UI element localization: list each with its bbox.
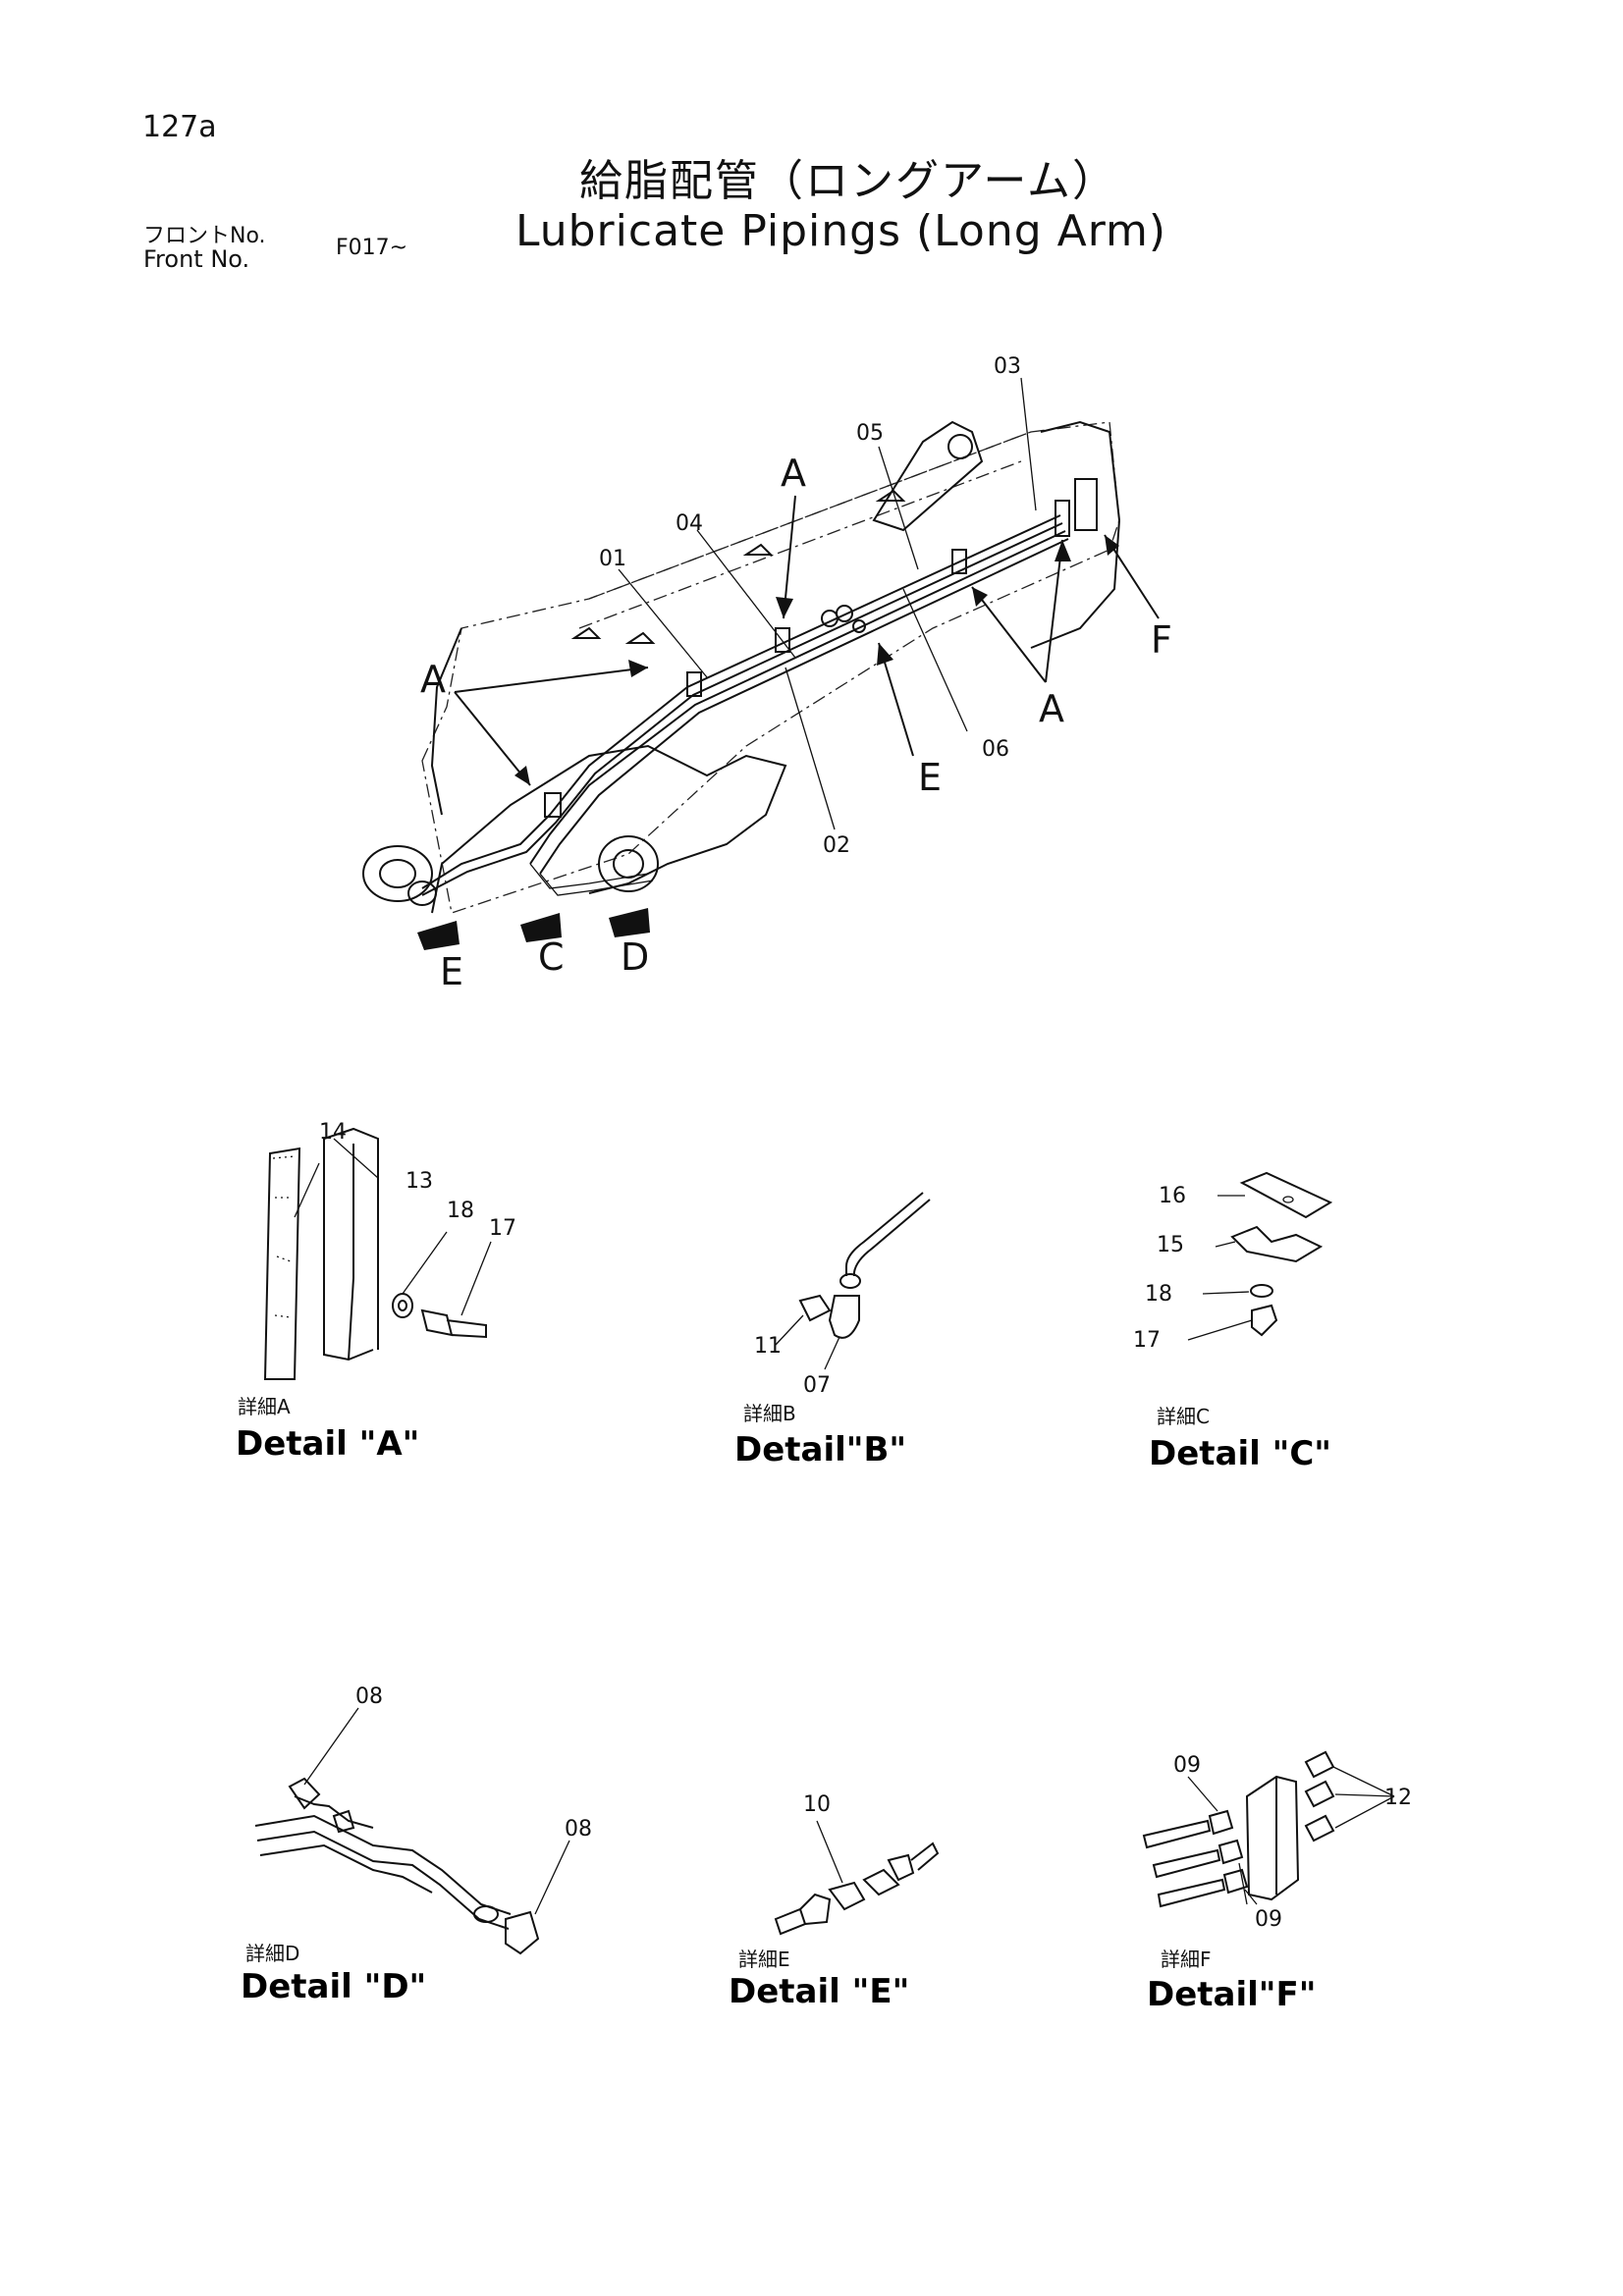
detail-d-title: Detail "D" <box>241 1967 426 2006</box>
part-label: 14 <box>319 1120 347 1145</box>
detail-f-jp: 詳細F <box>1161 1948 1212 1971</box>
part-label: 03 <box>994 354 1021 379</box>
part-label: 06 <box>982 737 1009 762</box>
detail-d-drawing: 08 08 <box>254 1684 592 1955</box>
title-english: Lubricate Pipings (Long Arm) <box>515 206 1167 256</box>
detail-a-title: Detail "A" <box>236 1424 419 1464</box>
part-label: 17 <box>489 1216 516 1241</box>
arrow-label: F <box>1151 618 1172 662</box>
detail-e-title: Detail "E" <box>729 1972 909 2011</box>
detail-a-drawing: 14 13 18 17 <box>263 1120 516 1380</box>
part-label: 11 <box>754 1334 782 1359</box>
part-label: 17 <box>1133 1328 1161 1353</box>
main-part-labels: 01 02 03 04 05 06 <box>599 354 1021 858</box>
part-label: 12 <box>1384 1786 1412 1810</box>
arrow-label: C <box>538 935 565 979</box>
detail-b-title: Detail"B" <box>734 1430 906 1469</box>
part-label: 04 <box>676 511 703 536</box>
arrow-label: E <box>440 950 463 993</box>
detail-f-title: Detail"F" <box>1147 1975 1316 2014</box>
part-label: 09 <box>1255 1907 1282 1932</box>
part-label: 13 <box>406 1169 433 1194</box>
part-label: 05 <box>856 421 884 446</box>
part-label: 18 <box>1145 1282 1172 1307</box>
title-japanese: 給脂配管（ロングアーム） <box>579 156 1118 206</box>
page-number: 127a <box>142 110 217 144</box>
main-view-letters: A A A E F E C D <box>420 452 1172 993</box>
detail-e-jp: 詳細E <box>738 1948 790 1971</box>
detail-e-drawing: 10 <box>774 1792 940 1936</box>
part-label: 15 <box>1157 1233 1184 1257</box>
front-number-range: F017~ <box>336 236 408 260</box>
detail-c-drawing: 16 15 18 17 <box>1133 1171 1333 1353</box>
callout-leaders <box>618 377 1037 830</box>
detail-b-drawing: 11 07 <box>754 1192 931 1398</box>
part-label: 07 <box>803 1373 831 1398</box>
arrow-label: E <box>918 756 942 799</box>
view-arrows <box>417 495 1160 950</box>
part-label: 08 <box>565 1817 592 1842</box>
arrow-label: A <box>781 452 806 495</box>
detail-c-title: Detail "C" <box>1149 1434 1331 1473</box>
part-label: 08 <box>355 1684 383 1709</box>
arrow-label: A <box>420 658 446 701</box>
part-label: 16 <box>1159 1184 1186 1208</box>
detail-c-jp: 詳細C <box>1157 1405 1210 1428</box>
arrow-label: D <box>621 935 649 979</box>
arrow-label: A <box>1039 687 1064 730</box>
detail-a-jp: 詳細A <box>238 1395 291 1418</box>
front-label-en: Front No. <box>143 245 250 273</box>
part-label: 10 <box>803 1792 831 1817</box>
arm-drawing <box>362 420 1120 914</box>
part-label: 02 <box>823 833 850 858</box>
detail-f-drawing: 09 12 09 <box>1142 1750 1412 1932</box>
detail-d-jp: 詳細D <box>245 1942 299 1965</box>
part-label: 09 <box>1173 1753 1201 1778</box>
front-label-jp: フロントNo. <box>143 224 266 248</box>
part-label: 18 <box>447 1199 474 1223</box>
part-label: 01 <box>599 547 626 571</box>
detail-b-jp: 詳細B <box>743 1402 796 1425</box>
